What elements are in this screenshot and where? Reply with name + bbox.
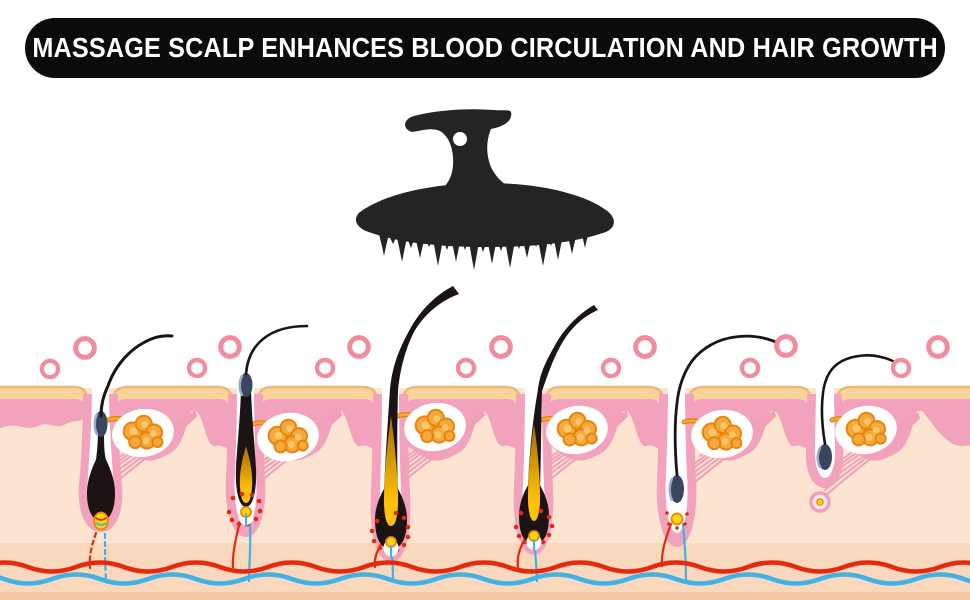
capillary-dots <box>665 511 689 530</box>
brush-dome <box>355 183 614 247</box>
bubble-icon <box>317 360 333 376</box>
hair-shaft <box>820 354 901 446</box>
hair-follicle-6 <box>809 354 901 513</box>
headline-text: MASSAGE SCALP ENHANCES BLOOD CIRCULATION… <box>32 32 938 63</box>
hair-shaft <box>383 286 459 516</box>
air-bubbles <box>42 337 947 377</box>
hair-club-root <box>670 475 684 503</box>
bubble-icon <box>742 360 758 376</box>
headline-banner: MASSAGE SCALP ENHANCES BLOOD CIRCULATION… <box>25 18 945 78</box>
skin-cross-section <box>0 383 970 600</box>
bubble-icon <box>76 339 95 358</box>
bubble-icon <box>492 338 511 357</box>
bubble-icon <box>893 360 909 376</box>
hair-follicle-3 <box>369 286 459 583</box>
hair-follicle-1 <box>87 334 174 582</box>
hair-shaft <box>673 334 788 477</box>
hair-shaft <box>99 334 174 418</box>
bubble-icon <box>189 360 205 376</box>
bubble-icon <box>636 338 655 357</box>
bubble-icon <box>603 360 619 376</box>
hair-club-root <box>818 444 832 470</box>
hair-club-root <box>94 411 108 437</box>
hair-follicle-2 <box>226 324 309 583</box>
hair-club-root <box>239 373 253 397</box>
bubble-icon <box>221 338 240 357</box>
blood-vessel-artery <box>0 560 970 574</box>
bubble-icon <box>42 361 58 377</box>
brush-handle <box>405 109 527 200</box>
bubble-icon <box>458 360 474 376</box>
scalp-massager-brush <box>355 109 614 270</box>
hair-shaft <box>244 324 309 376</box>
hair-follicle-4 <box>513 305 598 583</box>
bubble-icon <box>929 338 948 357</box>
blood-vessels <box>0 560 970 586</box>
dermal-papilla <box>670 512 684 526</box>
sebaceous-glands <box>105 397 902 468</box>
bubble-icon <box>777 337 796 356</box>
hair-follicle-5 <box>660 334 788 583</box>
dermal-papilla <box>93 511 109 531</box>
brush-hanging-hole <box>453 132 467 146</box>
bottom-tissue-strip <box>0 592 970 600</box>
bubble-icon <box>350 338 369 357</box>
blood-vessel-vein <box>0 572 970 586</box>
